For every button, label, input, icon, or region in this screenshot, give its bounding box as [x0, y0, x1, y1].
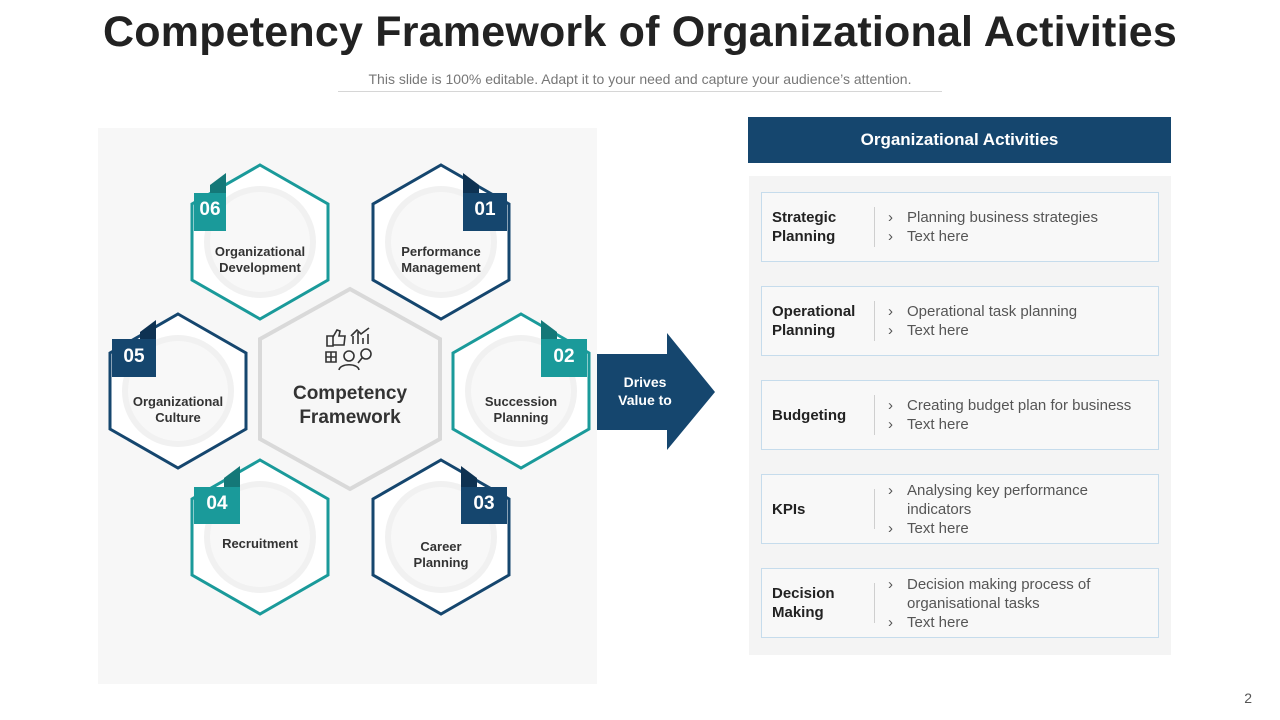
list-item: ›Analysing key performance indicators	[888, 481, 1088, 518]
hexagon-label-line2: Planning	[413, 555, 469, 570]
hexagon-label-line1: Organizational	[214, 244, 306, 259]
list-item: ›Creating budget plan for business	[888, 397, 1132, 414]
activities-header: Organizational Activities	[748, 117, 1171, 163]
list-item: ›Text here	[888, 416, 969, 433]
activity-divider	[874, 489, 875, 529]
activity-divider	[874, 207, 875, 247]
activity-items: ›Decision making process of organisation…	[888, 569, 1153, 637]
hexagon-career-planning[interactable]: 03 Career Planning	[371, 458, 511, 616]
activity-card-kpis[interactable]: KPIs ›Analysing key performance indicato…	[761, 474, 1159, 544]
bullet-chevron-icon: ›	[888, 228, 893, 245]
bullet-chevron-icon: ›	[888, 209, 893, 226]
activity-divider	[874, 583, 875, 623]
bullet-chevron-icon: ›	[888, 397, 893, 414]
list-item: ›Text here	[888, 519, 969, 537]
bullet-chevron-icon: ›	[888, 575, 893, 593]
bullet-chevron-icon: ›	[888, 519, 893, 537]
arrow-label-line2: Value to	[618, 392, 672, 408]
hexagon-label-line2: Planning	[493, 410, 549, 425]
hexagon-label-line2: Management	[401, 260, 481, 275]
activity-card-budgeting[interactable]: Budgeting ›Creating budget plan for busi…	[761, 380, 1159, 450]
activity-items: ›Creating budget plan for business ›Text…	[888, 381, 1153, 449]
center-label-line1: Competency	[292, 383, 408, 404]
drives-value-arrow	[597, 333, 715, 450]
bullet-chevron-icon: ›	[888, 481, 893, 499]
hexagon-label-line2: Culture	[155, 410, 201, 425]
bullet-chevron-icon: ›	[888, 303, 893, 320]
hexagon-number: 02	[553, 346, 575, 367]
hexagon-performance-management[interactable]: 01 Performance Management	[371, 163, 511, 321]
hexagon-number: 06	[199, 199, 221, 220]
center-label-line2: Framework	[299, 407, 401, 428]
activity-divider	[874, 301, 875, 341]
list-item: ›Text here	[888, 322, 969, 339]
activity-divider	[874, 395, 875, 435]
bullet-chevron-icon: ›	[888, 613, 893, 631]
hexagon-number: 04	[206, 493, 228, 514]
list-item: ›Text here	[888, 228, 969, 245]
hexagon-label-line2: Development	[219, 260, 301, 275]
hexagon-label-line1: Recruitment	[222, 536, 298, 551]
list-item: ›Planning business strategies	[888, 209, 1098, 226]
page-number: 2	[1244, 690, 1252, 706]
center-hexagon: Competency Framework	[257, 286, 443, 492]
hexagon-organizational-development[interactable]: 06 Organizational Development	[190, 163, 330, 321]
activity-items: ›Operational task planning ›Text here	[888, 287, 1153, 355]
subtitle-divider	[338, 91, 942, 92]
hexagon-succession-planning[interactable]: 02 Succession Planning	[451, 312, 591, 470]
list-item: ›Operational task planning	[888, 303, 1078, 320]
arrow-label-line1: Drives	[623, 374, 667, 390]
hexagon-number: 01	[474, 199, 496, 220]
bullet-chevron-icon: ›	[888, 322, 893, 339]
hexagon-number: 05	[123, 346, 145, 367]
hexagon-label-line1: Organizational	[132, 394, 224, 409]
hexagon-label-line1: Succession	[484, 394, 558, 409]
hexagon-label-line1: Performance	[401, 244, 481, 259]
hexagon-recruitment[interactable]: 04 Recruitment	[190, 458, 330, 616]
list-item: ›Decision making process of organisation…	[888, 575, 1091, 612]
bullet-chevron-icon: ›	[888, 416, 893, 433]
list-item: ›Text here	[888, 613, 969, 631]
hexagon-number: 03	[473, 493, 495, 514]
activity-name: Budgeting	[772, 406, 847, 424]
hexagon-organizational-culture[interactable]: 05 Organizational Culture	[108, 312, 248, 470]
activity-name: KPIs	[772, 500, 806, 518]
activity-items: ›Analysing key performance indicators ›T…	[888, 475, 1153, 543]
hexagon-label-line1: Career	[420, 539, 462, 554]
slide-title: Competency Framework of Organizational A…	[103, 8, 1177, 56]
slide-subtitle: This slide is 100% editable. Adapt it to…	[368, 71, 912, 87]
activity-items: ›Planning business strategies ›Text here	[888, 193, 1153, 261]
